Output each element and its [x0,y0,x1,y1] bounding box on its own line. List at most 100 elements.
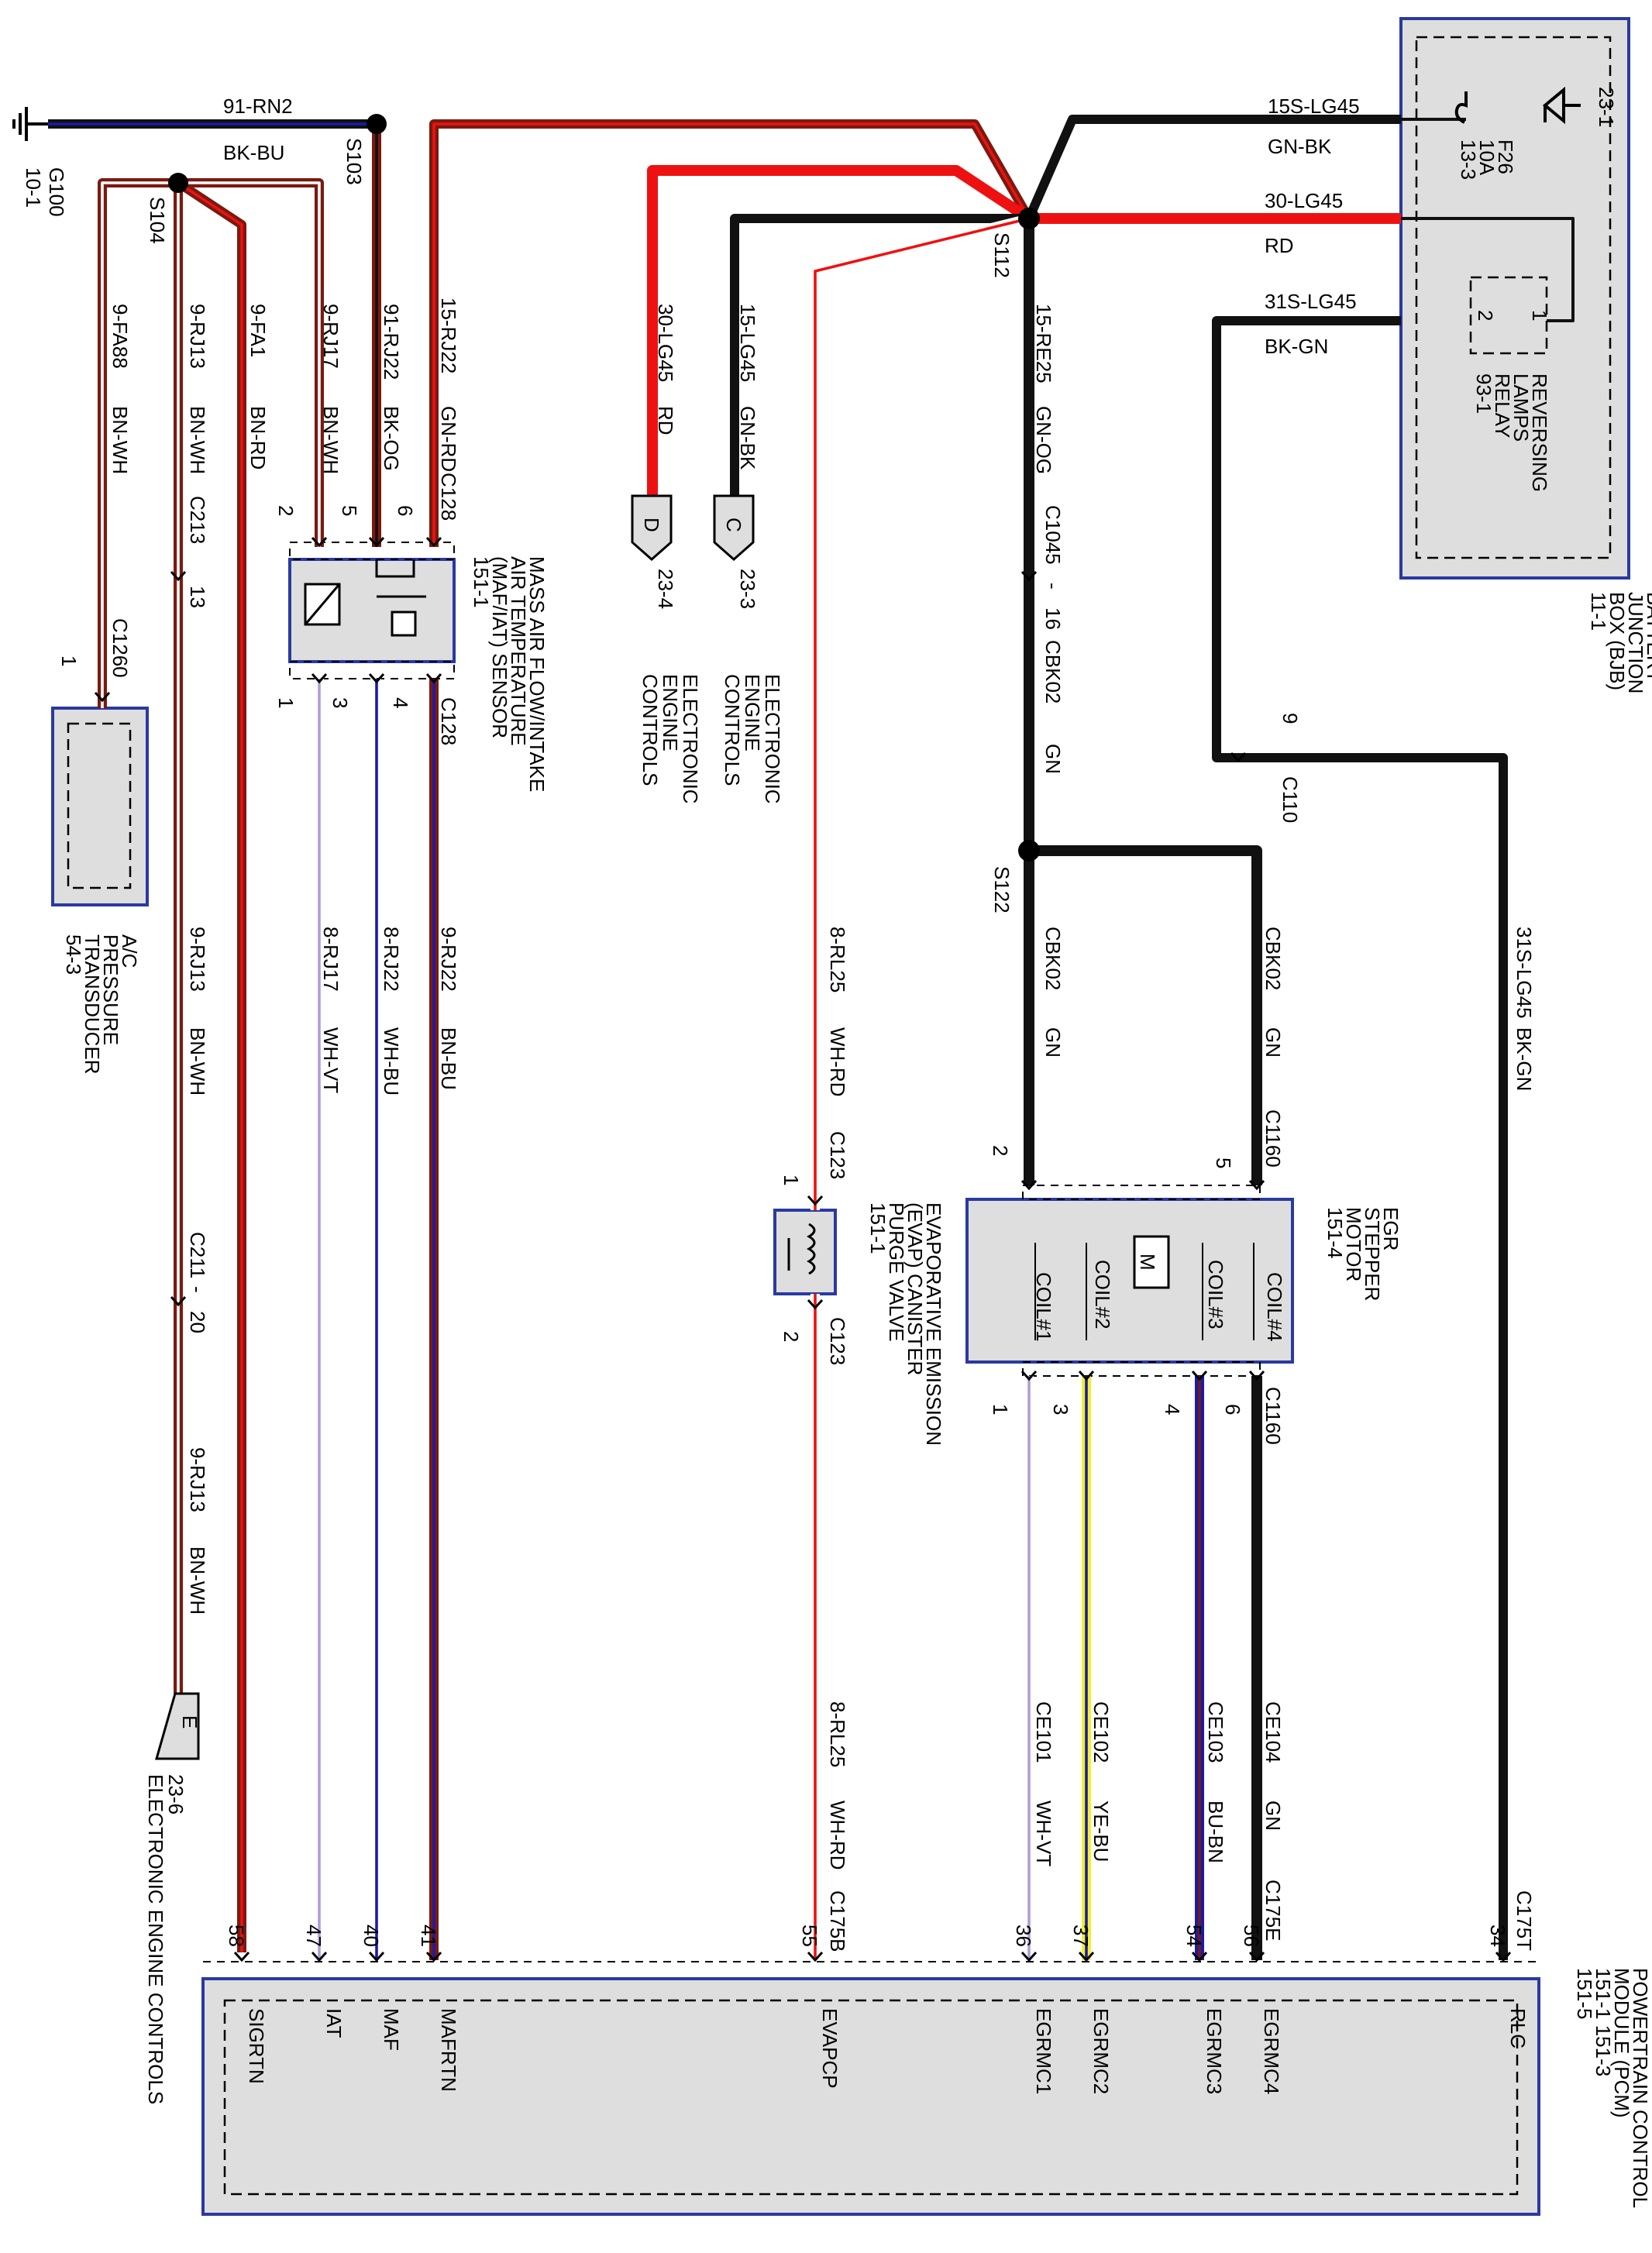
pcm-pin-number: 37 [1069,1925,1093,1947]
w8rj17-circuit: 8-RJ17 [319,927,342,992]
maf-name-line-3: 151-1 [470,556,493,608]
connector-chevron [1230,752,1247,763]
pcm-pin-chevron [1495,1951,1512,1962]
connector-chevron [425,536,442,548]
wce101-color: WH-VT [1032,1801,1055,1866]
offpage-d-shape [631,494,673,561]
pcm-pin-number: 58 [225,1925,248,1947]
c1260-label: C1260 [108,618,132,678]
ac-name-line-2: TRANSDUCER [81,934,104,1075]
splice-s103-dot [367,114,387,134]
wce101-circuit: CE101 [1032,1701,1055,1763]
bjb-name-line-1: JUNCTION [1624,592,1647,693]
offpage-c-line-1: ENGINE [741,674,764,752]
maf-name-line-1: AIR TEMPERATURE [507,556,530,746]
c123-top-pin: 1 [780,1175,803,1185]
egr-motor-label: M [1136,1254,1159,1271]
pcm-pin-chevron [807,1951,824,1962]
fuse-ref: 23-1 [1595,87,1618,127]
w8rl25a-circuit: 8-RL25 [826,927,849,992]
c213-label: C213 [186,496,209,544]
pcm-pin-number: 41 [417,1925,440,1947]
pcm-pin-label: MAFRTN [437,2008,460,2092]
wcbk02a-color: GN [1041,744,1065,774]
connector-chevron [1020,1370,1038,1381]
w30lg45-color: RD [654,406,677,435]
offpage-e-line-0: ELECTRONIC ENGINE CONTROLS [144,1774,167,2104]
c1045-dash: - [1041,583,1065,590]
connector-chevron [1078,1370,1095,1381]
egr-internals [1034,1235,1254,1340]
bjb-box [1399,17,1630,580]
connector-chevron [170,1295,187,1307]
w91rj22-circuit: 91-RJ22 [380,304,403,380]
wire-15s-lg45 [1024,115,1401,221]
pcm-pin-chevron [1248,1951,1265,1962]
wire-relay-internal [1401,217,1575,322]
c1045-label: C1045 [1041,505,1065,565]
w15rj22-circuit: 15-RJ22 [437,298,460,373]
evap-internals [787,1223,816,1275]
fuse-line-1: 10A [1475,139,1499,176]
c123-bot-pin: 2 [780,1331,803,1342]
wcbk02c-circuit: CBK02 [1261,927,1285,990]
w30-lg45-color: RD [1265,234,1294,257]
wire-9-fa1 [175,178,246,1952]
maf-pin-top-0: 2 [274,505,298,516]
w15rj22-color: GN-RD [437,406,460,472]
relay-name-line-3: 93-1 [1472,373,1495,414]
pcm-name-line-2: 151-1 151-3 [1592,1968,1615,2076]
w8rj22-circuit: 8-RJ22 [380,927,403,992]
egr-pin-top-1: 5 [1212,1157,1235,1168]
egr-coil-4: COIL#4 [1263,1272,1286,1342]
pcm-pin-number: 55 [798,1925,821,1947]
pcm-pin-number: 56 [1240,1925,1263,1947]
wire-cbk02-right [1029,845,1262,1185]
wire-layer [48,115,1575,1960]
wce102-circuit: CE102 [1089,1701,1113,1763]
maf-bot-dash [289,661,455,679]
offpage-d-line-1: ENGINE [659,674,682,752]
maf-internals [304,559,426,637]
connector-chevron [311,536,328,548]
connector-chevron [807,1298,824,1310]
connector-chevron [1248,1370,1265,1381]
egr-name-line-3: 151-4 [1323,1207,1347,1259]
maf-name-line-0: MASS AIR FLOW/INTAKE [525,556,549,792]
pcm-pin-label: EGRMC4 [1260,2008,1283,2094]
egr-pin-bot-2: 4 [1161,1404,1184,1415]
c128-top-label: C128 [437,473,460,521]
w9rj13c-color: BN-WH [186,1546,209,1615]
w91rj22-color: BK-OG [380,406,403,471]
pcm-pin-group: 58SIGRTN47IAT40MAF41MAFRTN55EVAPCP36EGRM… [225,1925,1530,2094]
pcm-pin-chevron [1020,1951,1038,1962]
ac-name-line-1: PRESSURE [99,934,122,1045]
egr-pin-bot-1: 3 [1049,1404,1072,1415]
bjb-inner-dash [1415,36,1612,559]
connector-chevrons [94,536,1512,1962]
c128-bot-label: C128 [437,697,460,745]
ac-transducer-box [51,707,149,906]
wcbk02b-color: GN [1041,1027,1065,1058]
connector-chevron [94,691,111,703]
rotated-labels: G100 10-1 S103 S104 S112 S122 9-FA88 BN-… [22,87,1652,2208]
egr-pin-bot-3: 6 [1221,1404,1244,1415]
w15s-lg45-color: GN-BK [1268,135,1332,158]
egr-name-line-2: MOTOR [1342,1207,1365,1281]
w31slg45-circuit: 31S-LG45 [1513,927,1536,1019]
pcm-pin-number: 47 [302,1925,325,1947]
offpage-d-line-0: ELECTRONIC [679,674,702,804]
pcm-pin-chevron [1191,1951,1208,1962]
maf-pin-bot-0: 1 [274,697,298,708]
egr-bot-dash [1022,1361,1261,1377]
pcm-pin-label: MAF [380,2008,403,2051]
w15re25-circuit: 15-RE25 [1032,304,1055,384]
ground-color-label: BK-BU [223,141,284,164]
egr-coil-3: COIL#3 [1204,1260,1227,1329]
pcm-pin-chevron [311,1951,328,1962]
offpage-d-ref: 23-4 [654,569,677,609]
splice-s112-label: S112 [990,232,1014,278]
c211-pin: 20 [186,1311,209,1333]
w9rj13c-circuit: 9-RJ13 [186,1447,209,1512]
